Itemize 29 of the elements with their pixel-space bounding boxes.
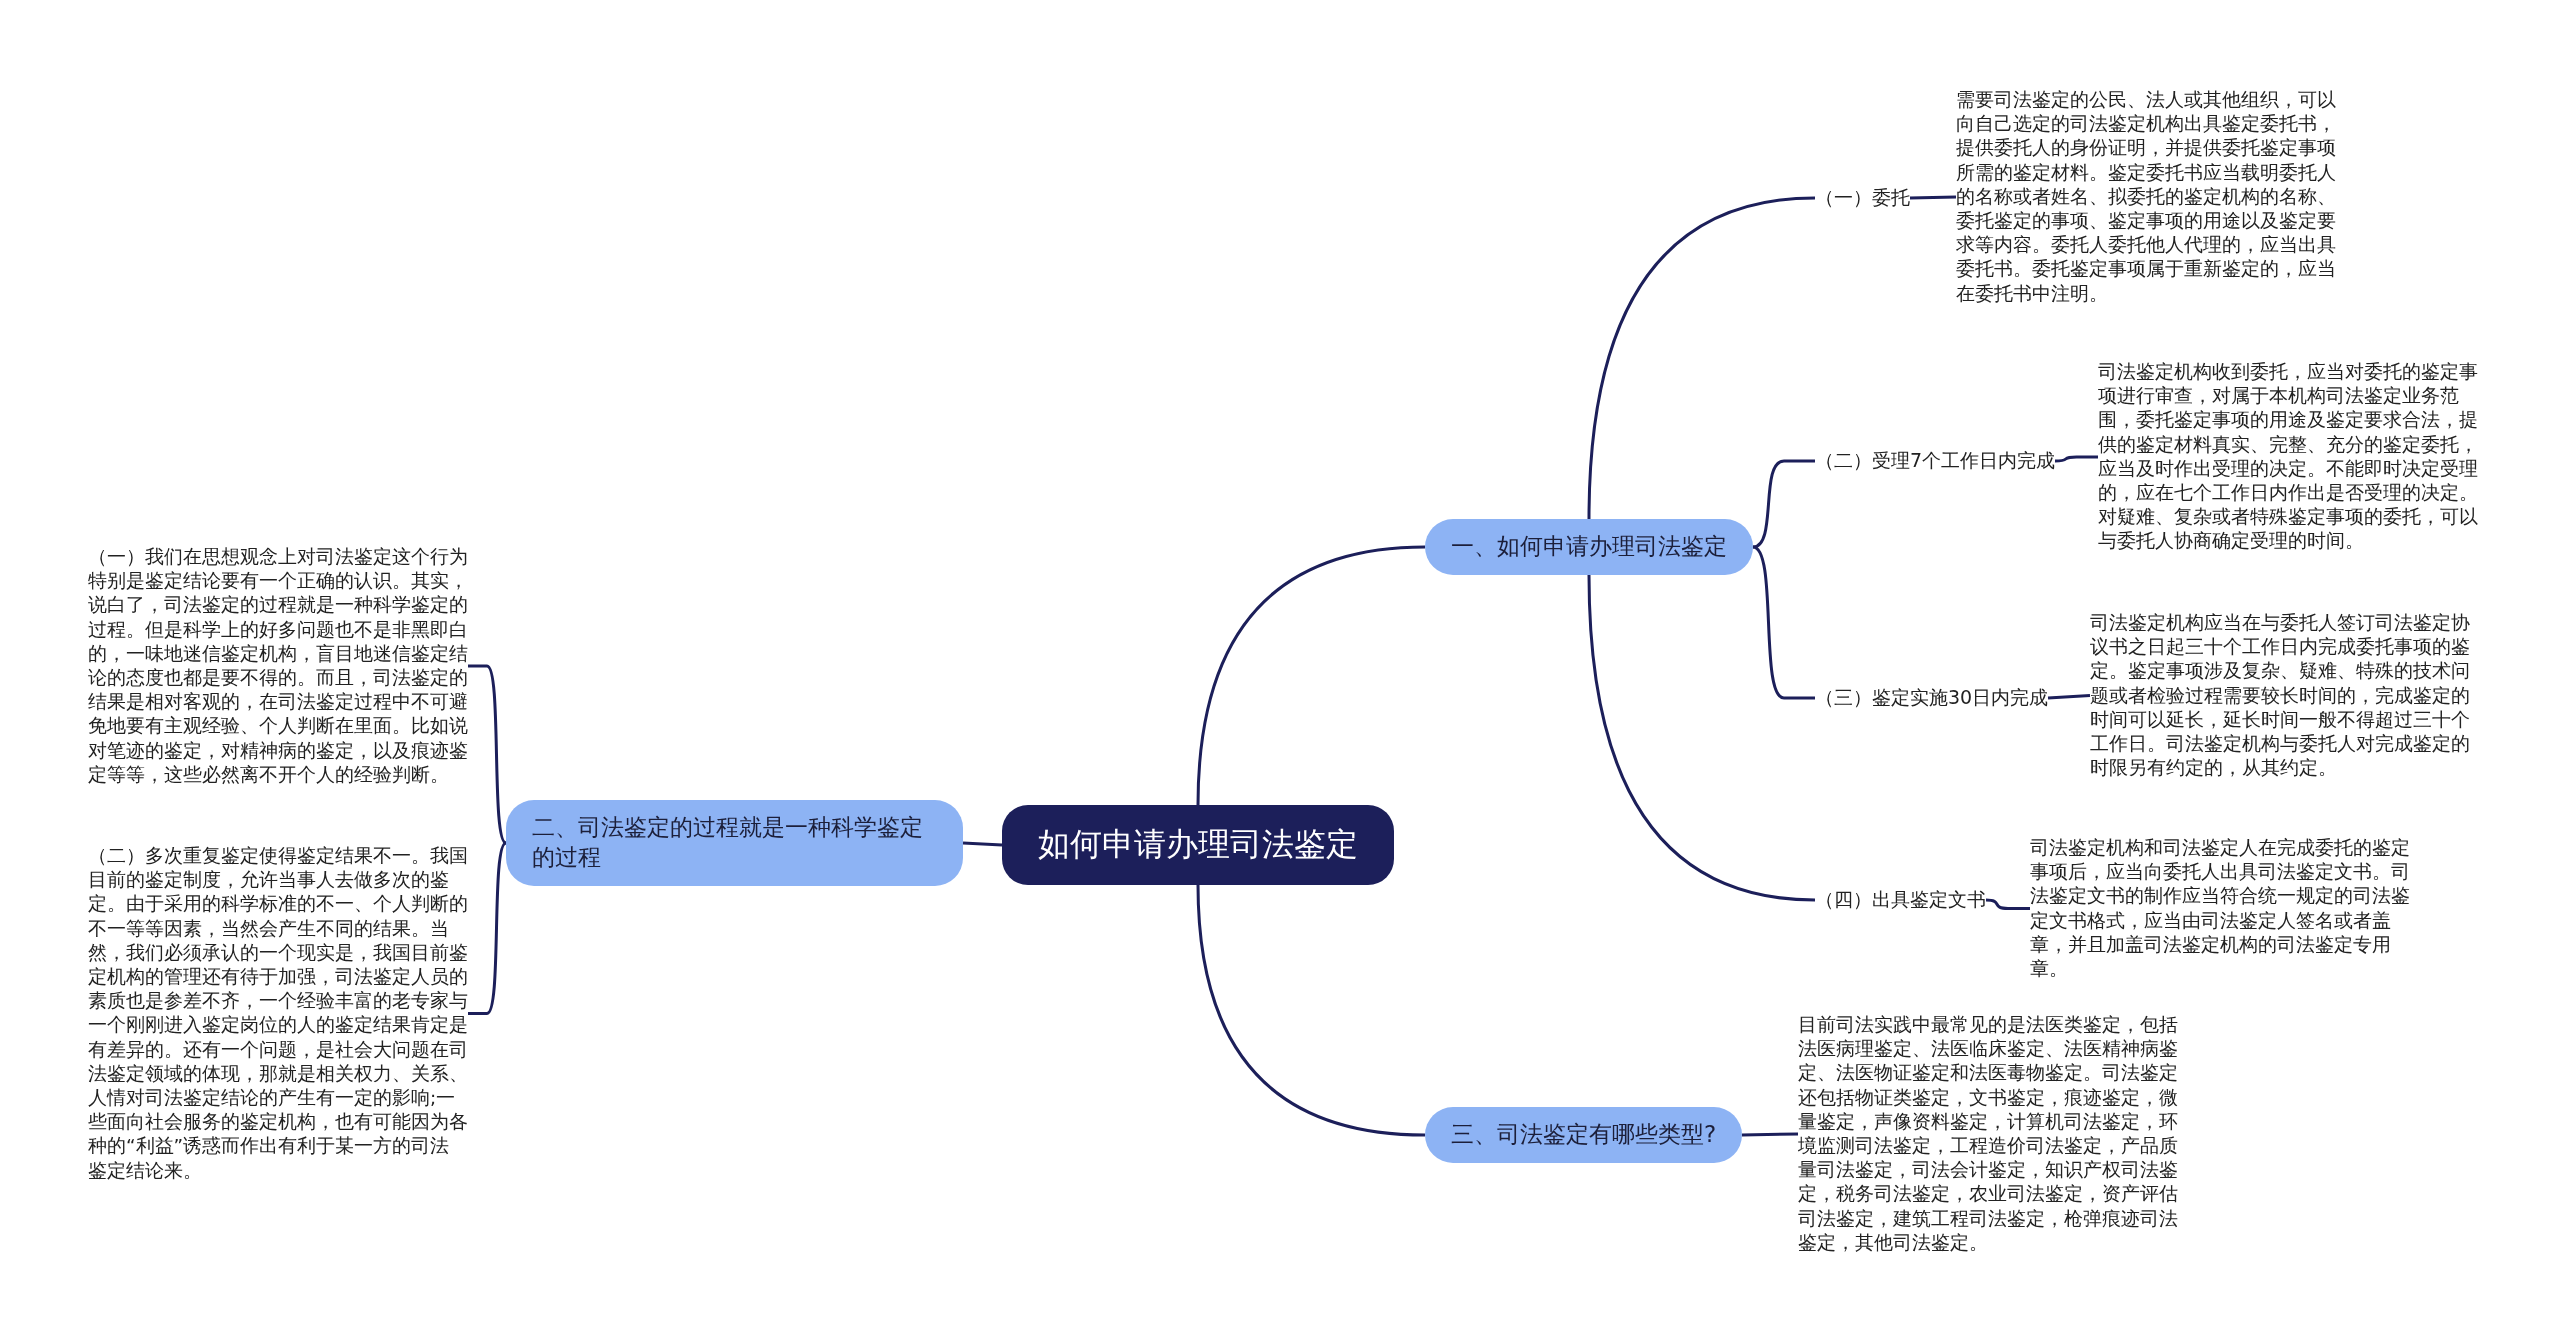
topic-pill: 三、司法鉴定有哪些类型? (1425, 1107, 1743, 1163)
connector-line (1752, 545, 1815, 700)
connector-line (962, 841, 1003, 847)
paragraph-text: 司法鉴定机构应当在与委托人签订司法鉴定协议书之日起三十个工作日内完成委托事项的鉴定。鉴定事项涉及复杂、疑难、特殊的技术问题或者检验过程需要较长时间的，完成鉴定的时间可以延长，延长时间一般不得超过三十个工作日。司法鉴定机构与委托人对完成鉴定的时限另有约定的，从其约定。 (2090, 611, 2475, 781)
paragraph-text: 司法鉴定机构和司法鉴定人在完成委托的鉴定事项后，应当向委托人出具司法鉴定文书。司法鉴定文书的制作应当符合统一规定的司法鉴定文书格式，应当由司法鉴定人签名或者盖章，并且加盖司法鉴定机构的司法鉴定专用章。 (2030, 836, 2415, 982)
connector-line (1196, 884, 1426, 1137)
connector-line (468, 841, 508, 1015)
topic-pill: 一、如何申请办理司法鉴定 (1425, 519, 1753, 575)
connector-line (1741, 1132, 1799, 1137)
connector-line (1587, 196, 1816, 520)
paragraph-text: 目前司法实践中最常见的是法医类鉴定，包括法医病理鉴定、法医临床鉴定、法医精神病鉴定、法医物证鉴定和法医毒物鉴定。司法鉴定还包括物证类鉴定，文书鉴定，痕迹鉴定，微量鉴定，声像资料鉴定，计算机司法鉴定，环境监测司法鉴定，工程造价司法鉴定，产品质量司法鉴定，司法会计鉴定，知识产权司法鉴定，税务司法鉴定，农业司法鉴定，资产评估司法鉴定，建筑工程司法鉴定，枪弹痕迹司法鉴定，其他司法鉴定。 (1798, 1013, 2183, 1256)
connector-line (1196, 545, 1426, 806)
connector-line (1752, 459, 1815, 549)
subtopic-label: （四）出具鉴定文书 (1815, 885, 1986, 915)
connector-line (2047, 694, 2091, 700)
connector-line (1909, 195, 1957, 200)
connector-line (1985, 898, 2030, 910)
subtopic-label: （三）鉴定实施30日内完成 (1815, 683, 2049, 713)
paragraph-text: 司法鉴定机构收到委托，应当对委托的鉴定事项进行审查，对属于本机构司法鉴定业务范围，委托鉴定事项的用途及鉴定要求合法，提供的鉴定材料真实、完整、充分的鉴定委托，应当及时作出受理的决定。不能即时决定受理的，应在七个工作日内作出是否受理的决定。对疑难、复杂或者特殊鉴定事项的委托，可以与委托人协商确定受理的时间。 (2098, 360, 2483, 554)
connector-line (1587, 574, 1816, 902)
paragraph-text: （二）多次重复鉴定使得鉴定结果不一。我国目前的鉴定制度，允许当事人去做多次的鉴定。由于采用的科学标准的不一、个人判断的不一等等因素，当然会产生不同的结果。当然，我们必须承认的一个现实是，我国目前鉴定机构的管理还有待于加强，司法鉴定人员的素质也是参差不齐，一个经验丰富的老专家与一个刚刚进入鉴定岗位的人的鉴定结果肯定是有差异的。还有一个问题，是社会大问题在司法鉴定领域的体现，那就是相关权力、关系、人情对司法鉴定结论的产生有一定的影响;一些面向社会服务的鉴定机构，也有可能因为各种的“利益”诱惑而作出有利于某一方的司法鉴定结论来。 (88, 844, 468, 1183)
subtopic-label: （二）受理7个工作日内完成 (1815, 446, 2056, 476)
paragraph-text: （一）我们在思想观念上对司法鉴定这个行为特别是鉴定结论要有一个正确的认识。其实，说白了，司法鉴定的过程就是一种科学鉴定的过程。但是科学上的好多问题也不是非黑即白的，一味地迷信鉴定机构，盲目地迷信鉴定结论的态度也都是要不得的。而且，司法鉴定的结果是相对客观的，在司法鉴定过程中不可避免地要有主观经验、个人判断在里面。比如说对笔迹的鉴定，对精神病的鉴定，以及痕迹鉴定等等，这些必然离不开个人的经验判断。 (88, 545, 468, 788)
connector-line (2054, 455, 2098, 463)
topic-pill: 二、司法鉴定的过程就是一种科学鉴定的过程 (506, 800, 963, 886)
paragraph-text: 需要司法鉴定的公民、法人或其他组织，可以向自己选定的司法鉴定机构出具鉴定委托书，提供委托人的身份证明，并提供委托鉴定事项所需的鉴定材料。鉴定委托书应当载明委托人的名称或者姓名、拟委托的鉴定机构的名称、委托鉴定的事项、鉴定事项的用途以及鉴定要求等内容。委托人委托他人代理的，应当出具委托书。委托鉴定事项属于重新鉴定的，应当在委托书中注明。 (1956, 88, 2341, 306)
central-topic: 如何申请办理司法鉴定 (1002, 805, 1394, 885)
connector-line (468, 664, 508, 845)
subtopic-label: （一）委托 (1815, 183, 1910, 213)
